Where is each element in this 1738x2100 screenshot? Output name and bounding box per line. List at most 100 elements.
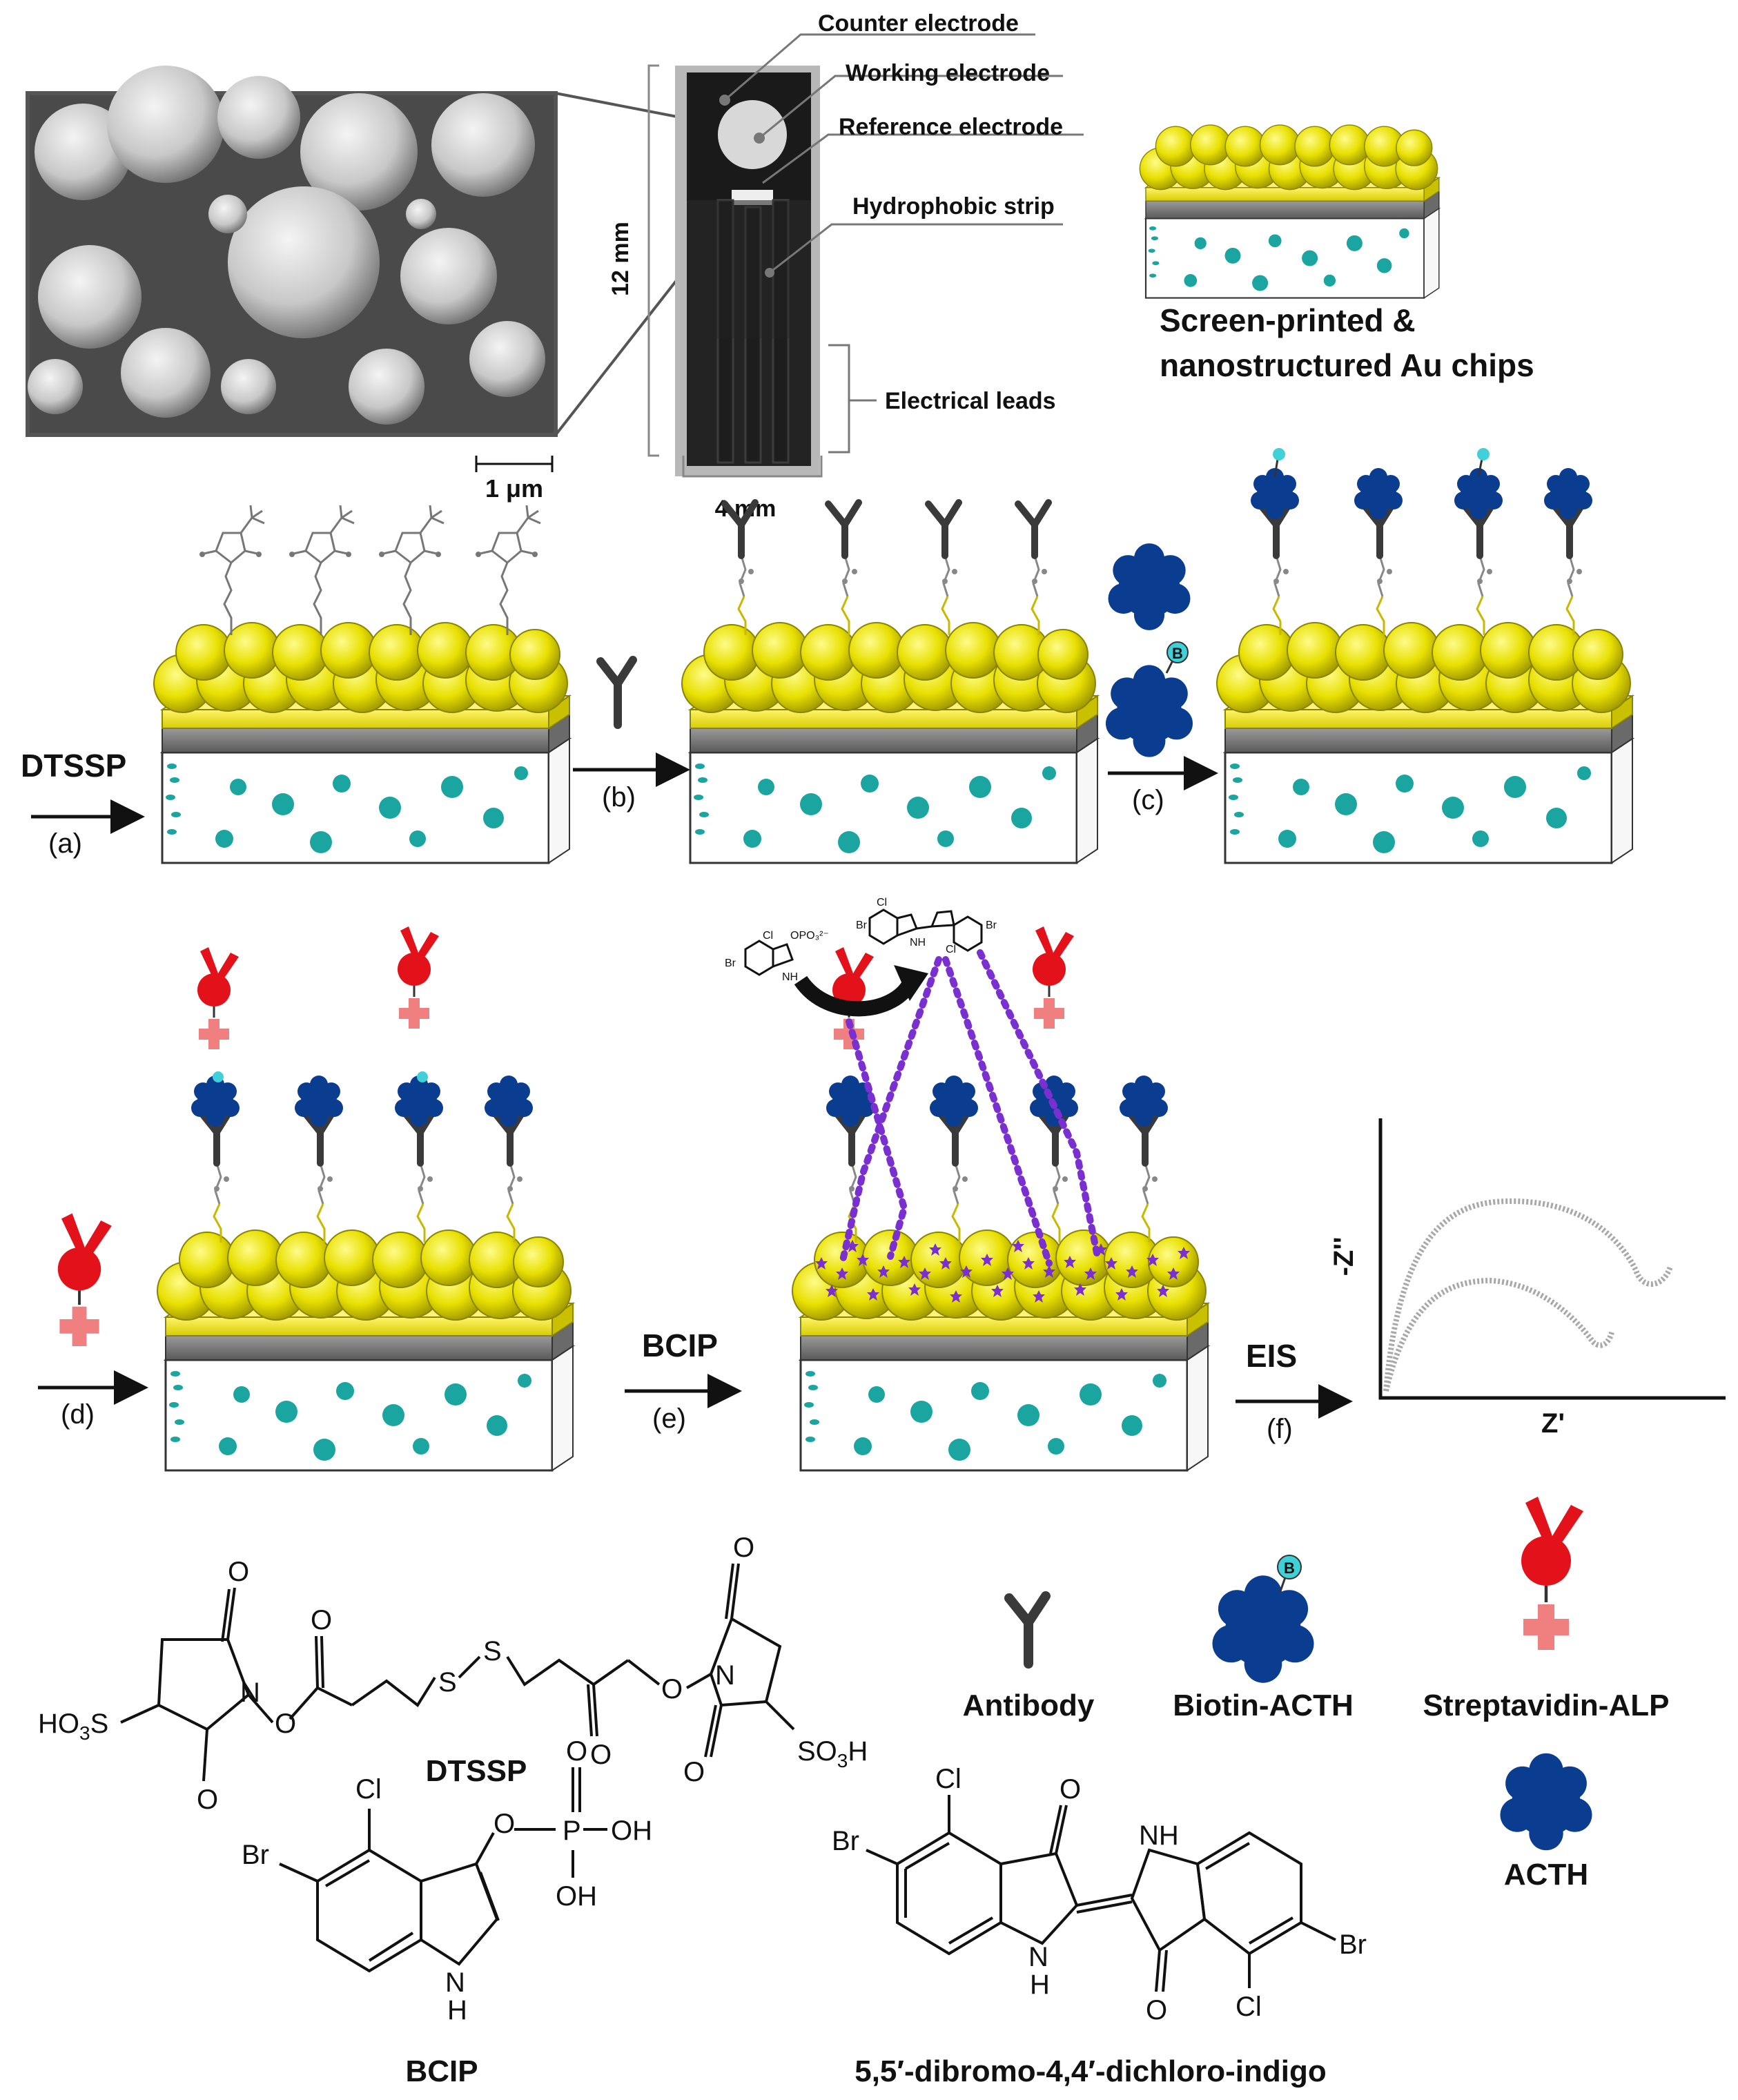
svg-text:NH: NH bbox=[782, 971, 798, 983]
svg-text:S: S bbox=[438, 1667, 457, 1698]
eis-curve-upper bbox=[1383, 1198, 1673, 1392]
svg-text:O: O bbox=[197, 1785, 218, 1815]
indigo-structure bbox=[866, 1795, 1336, 1992]
counter-electrode-label: Counter electrode bbox=[818, 10, 1019, 37]
svg-text:Cl: Cl bbox=[946, 944, 956, 955]
svg-text:Cl: Cl bbox=[355, 1774, 382, 1805]
chip-caption-line1: Screen-printed & bbox=[1160, 302, 1416, 338]
svg-text:NH: NH bbox=[1139, 1820, 1179, 1851]
step-d-streptavidin-alp-icon bbox=[56, 1212, 113, 1348]
electrical-leads-label: Electrical leads bbox=[885, 388, 1056, 414]
working-electrode-label: Working electrode bbox=[846, 60, 1050, 86]
chip-streptavidin-alp bbox=[157, 925, 574, 1472]
step-f-reagent: EIS bbox=[1246, 1338, 1297, 1374]
svg-text:OH: OH bbox=[556, 1881, 597, 1912]
svg-text:O: O bbox=[1060, 1774, 1081, 1805]
svg-text:N: N bbox=[1028, 1942, 1048, 1972]
svg-text:O: O bbox=[683, 1757, 705, 1787]
svg-text:O: O bbox=[590, 1740, 612, 1770]
svg-text:O: O bbox=[566, 1736, 587, 1767]
svg-text:NH: NH bbox=[910, 937, 926, 949]
bcip-reaction-scheme: Br Cl OPO₃²⁻ NH Br Cl NH Cl Br bbox=[725, 897, 997, 1017]
chip-precipitate bbox=[792, 925, 1209, 1472]
hydrophobic-strip-label: Hydrophobic strip bbox=[852, 193, 1055, 220]
svg-text:Br: Br bbox=[986, 920, 997, 931]
length-label: 12 mm bbox=[607, 222, 634, 296]
step-f-tag: (f) bbox=[1267, 1414, 1293, 1444]
width-bracket bbox=[682, 456, 823, 478]
svg-text:O: O bbox=[275, 1709, 296, 1739]
legend-streptavidin-alp-label: Streptavidin-ALP bbox=[1423, 1689, 1670, 1722]
svg-text:Br: Br bbox=[242, 1840, 269, 1870]
svg-text:P: P bbox=[563, 1816, 581, 1846]
chip-antibody bbox=[681, 503, 1099, 864]
step-b-tag: (b) bbox=[602, 782, 636, 813]
dtssp-right-group: SO3H bbox=[797, 1736, 868, 1771]
legend-biotin-symbol: B bbox=[1284, 1559, 1295, 1577]
step-a-tag: (a) bbox=[48, 828, 82, 859]
svg-text:Cl: Cl bbox=[1236, 1992, 1262, 2022]
indigo-name: 5,5′-dibromo-4,4′-dichloro-indigo bbox=[855, 2054, 1327, 2088]
svg-text:H: H bbox=[447, 1995, 467, 2025]
chip-caption-line2: nanostructured Au chips bbox=[1160, 347, 1534, 383]
eis-curve-lower bbox=[1383, 1277, 1614, 1392]
svg-text:H: H bbox=[1030, 1970, 1050, 2000]
svg-text:S: S bbox=[483, 1636, 502, 1666]
svg-text:O: O bbox=[494, 1809, 515, 1839]
eis-ylabel: -Z'' bbox=[1329, 1237, 1359, 1276]
svg-text:N: N bbox=[445, 1967, 465, 1998]
chip-dtssp bbox=[153, 504, 571, 864]
legend-acth: ACTH bbox=[1500, 1753, 1592, 1892]
step-e-reagent: BCIP bbox=[642, 1328, 718, 1363]
svg-text:Br: Br bbox=[725, 957, 736, 969]
step-a-reagent: DTSSP bbox=[21, 748, 126, 784]
step-b-antibody-icon bbox=[596, 656, 637, 729]
svg-text:OPO₃²⁻: OPO₃²⁻ bbox=[790, 930, 829, 942]
svg-text:O: O bbox=[661, 1674, 683, 1704]
svg-text:Cl: Cl bbox=[763, 930, 773, 942]
sensor-strip bbox=[675, 66, 820, 476]
dtssp-structure bbox=[120, 1563, 795, 1782]
step-c-biotin-acth-icon: B bbox=[1105, 641, 1193, 757]
legend-biotin-acth-label: Biotin-ACTH bbox=[1173, 1689, 1354, 1722]
svg-text:O: O bbox=[733, 1533, 754, 1563]
svg-text:O: O bbox=[311, 1605, 332, 1635]
legend-streptavidin-alp: Streptavidin-ALP bbox=[1423, 1497, 1670, 1722]
svg-text:N: N bbox=[715, 1660, 735, 1691]
eis-plot: -Z'' Z' bbox=[1329, 1118, 1726, 1439]
eis-axes bbox=[1378, 1118, 1726, 1400]
svg-text:OH: OH bbox=[611, 1816, 652, 1846]
reference-electrode-label: Reference electrode bbox=[839, 114, 1063, 140]
legend-biotin-acth: B Biotin-ACTH bbox=[1173, 1555, 1354, 1722]
svg-text:O: O bbox=[1146, 1995, 1167, 2025]
au-chip-illustration bbox=[1139, 124, 1440, 299]
svg-text:N: N bbox=[240, 1678, 260, 1708]
step-c-tag: (c) bbox=[1132, 785, 1164, 815]
dtssp-atoms: O O N O O S S O O N O O HO3S SO3H DTSSP bbox=[38, 1533, 868, 1815]
dtssp-name: DTSSP bbox=[426, 1754, 527, 1788]
svg-text:Br: Br bbox=[832, 1826, 859, 1856]
callout-lines bbox=[724, 33, 1084, 454]
svg-text:Cl: Cl bbox=[877, 897, 887, 908]
svg-text:Br: Br bbox=[856, 920, 868, 931]
sem-image bbox=[26, 66, 558, 437]
scale-bar: 1 μm bbox=[475, 456, 554, 503]
svg-text:O: O bbox=[228, 1557, 249, 1587]
biotin-symbol: B bbox=[1172, 645, 1183, 662]
step-c-acth-icon bbox=[1108, 543, 1191, 630]
length-bracket bbox=[647, 64, 659, 457]
bcip-structure bbox=[279, 1767, 607, 1973]
svg-text:Cl: Cl bbox=[935, 1764, 961, 1794]
chip-biotin-acth bbox=[1216, 448, 1634, 864]
dtssp-left-group: HO3S bbox=[38, 1709, 108, 1744]
legend-antibody: Antibody bbox=[963, 1591, 1095, 1722]
legend-antibody-label: Antibody bbox=[963, 1689, 1095, 1722]
eis-xlabel: Z' bbox=[1541, 1408, 1565, 1439]
svg-text:Br: Br bbox=[1339, 1929, 1367, 1960]
legend-acth-label: ACTH bbox=[1504, 1858, 1588, 1892]
indigo-atoms: Cl Br O N H NH O Cl Br 5,5′-dibromo-4,4′… bbox=[832, 1764, 1367, 2088]
scale-bar-label: 1 μm bbox=[485, 474, 543, 503]
bcip-name: BCIP bbox=[405, 2054, 478, 2088]
bcip-atoms: Cl Br O P O OH OH N H BCIP bbox=[242, 1736, 652, 2088]
